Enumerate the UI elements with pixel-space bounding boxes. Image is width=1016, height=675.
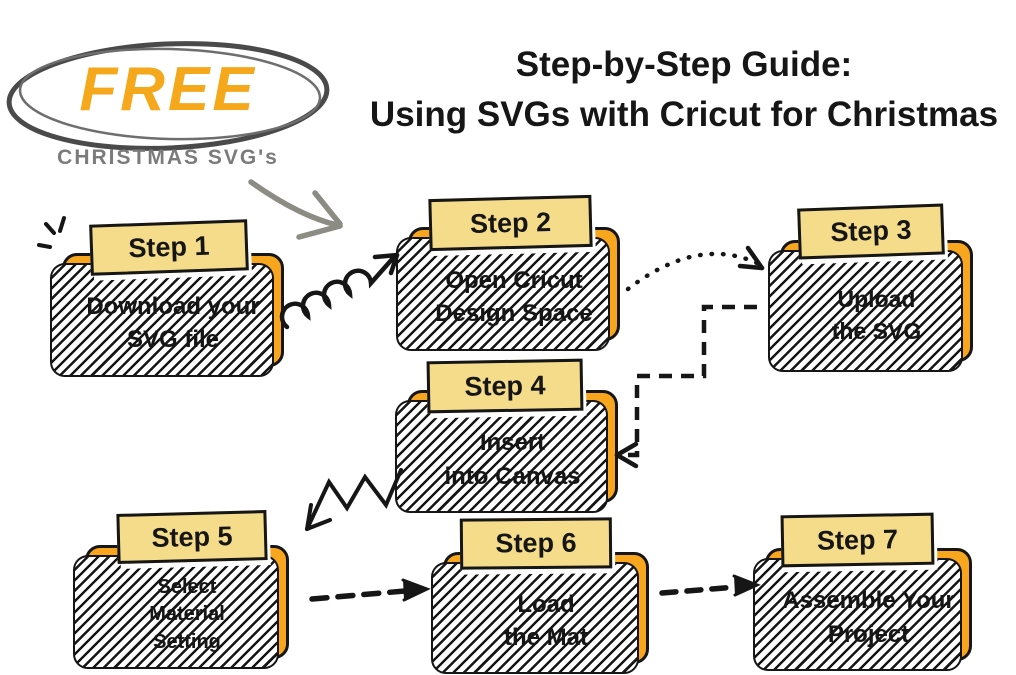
step1-text-line2: SVG file xyxy=(126,326,220,353)
step3-label-tab: Step 3 xyxy=(797,203,945,260)
step2-label-tab: Step 2 xyxy=(428,194,593,252)
page-title-line1: Step-by-Step Guide: xyxy=(515,45,853,84)
logo-pointer-arrow-icon xyxy=(248,179,343,240)
logo-free-text: FREE xyxy=(79,55,257,124)
step3-box: Upload the SVG xyxy=(768,240,973,372)
step5-text-line2: Material xyxy=(149,603,225,626)
step7-text-line2: Project xyxy=(827,620,910,648)
step4-text-line2: into Canvas xyxy=(444,462,581,490)
step7-text-line1: Assemble Your xyxy=(782,587,955,615)
zigzag-arrow-icon xyxy=(305,468,403,531)
step2-text-line1: Open Cricut xyxy=(445,266,583,294)
page-title-line2: Using SVGs with Cricut for Christmas xyxy=(369,94,999,134)
dotted-arc-arrow-icon xyxy=(625,245,765,292)
logo-ellipse-icon xyxy=(6,41,330,151)
step6-label-tab: Step 6 xyxy=(459,517,613,570)
sparkle-icon xyxy=(37,216,66,249)
step3-text-line1: Upload xyxy=(837,286,916,313)
step4-text-line1: Insert xyxy=(479,429,546,457)
coil-arrow-icon xyxy=(279,252,400,330)
step4-label-tab: Step 4 xyxy=(426,358,584,414)
page-title: Step-by-Step Guide: Using SVGs with Cric… xyxy=(352,40,1016,139)
step7-label-tab: Step 7 xyxy=(780,512,935,568)
step5-label-tab: Step 5 xyxy=(116,510,268,564)
step1-text-line1: Download your xyxy=(86,292,260,320)
logo-subtitle: CHRISTMAS SVG's xyxy=(57,146,279,169)
step5-box: Select Material Setting xyxy=(73,545,289,669)
step5-text-line3: Setting xyxy=(153,630,221,653)
step6-box: Load the Mat xyxy=(431,552,649,674)
logo: FREE CHRISTMAS SVG's xyxy=(0,18,345,178)
step3-text-line2: the SVG xyxy=(831,318,922,344)
step1-box: Download your SVG file xyxy=(50,253,284,377)
step5-text-line1: Select xyxy=(157,575,217,598)
dashed-step-arrow-icon xyxy=(614,304,757,469)
step2-text-line2: Design Space xyxy=(435,300,593,327)
dashed-arrow-step6-7-icon xyxy=(659,574,761,597)
step6-text-line1: Load xyxy=(517,590,575,618)
dashed-arrow-step5-6-icon xyxy=(309,578,431,602)
step6-text-line2: the Mat xyxy=(504,624,588,651)
step1-label-tab: Step 1 xyxy=(89,219,249,276)
